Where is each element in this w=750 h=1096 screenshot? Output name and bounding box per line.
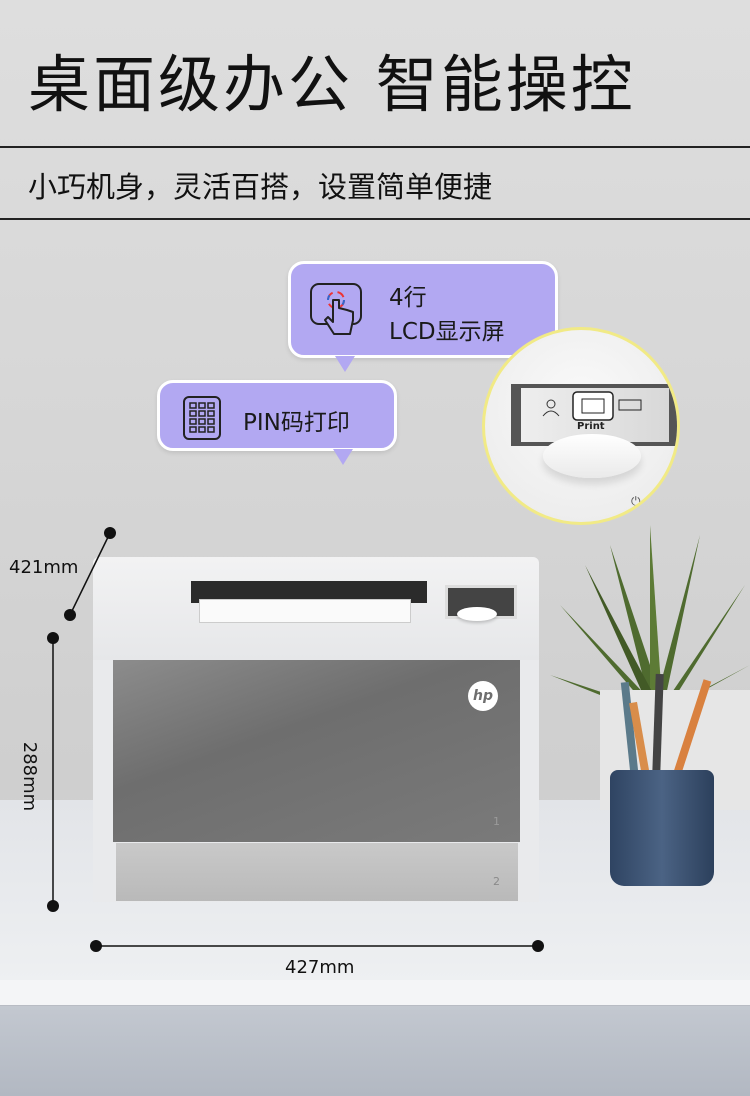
- printer: hp 1 2: [93, 557, 539, 902]
- depth-label: 421mm: [9, 557, 79, 578]
- callout-line1: 4行: [389, 285, 427, 311]
- callout-tail: [333, 449, 353, 465]
- keypad-icon: [183, 396, 221, 440]
- hp-logo: hp: [468, 681, 498, 711]
- paper-tray-2: [116, 843, 518, 901]
- pens: [618, 672, 712, 783]
- power-icon: ⏻: [631, 494, 641, 508]
- callout-lcd-display: 4行 LCD显示屏: [288, 261, 558, 358]
- user-icon: [542, 399, 560, 417]
- dimension-lines: [47, 527, 544, 952]
- lcd-icons: [542, 391, 642, 421]
- width-label: 427mm: [285, 957, 355, 978]
- usb-icon: [618, 399, 642, 411]
- printer-icon: [572, 391, 614, 421]
- paper-sheet: [199, 599, 411, 623]
- pen-cup: [610, 770, 714, 886]
- callout-tail: [335, 356, 355, 372]
- page-title: 桌面级办公 智能操控: [28, 48, 636, 121]
- lcd-zoom-circle: Print ⏻: [482, 327, 680, 525]
- desk-edge: [0, 980, 750, 1006]
- divider: [0, 146, 750, 148]
- lcd-screen-label: Print: [577, 421, 605, 432]
- lcd-screen: [511, 384, 677, 446]
- tray-2-label: 2: [493, 875, 500, 888]
- callout-label: PIN码打印: [243, 410, 350, 436]
- subtitle: 小巧机身，灵活百搭，设置简单便捷: [28, 170, 493, 204]
- desk-front: [0, 1006, 750, 1096]
- printer-dial: [457, 607, 497, 621]
- height-label: 288mm: [19, 741, 41, 812]
- callout-pin-print: PIN码打印: [157, 380, 397, 451]
- printer-front-door: [113, 660, 520, 842]
- callout-line2: LCD显示屏: [389, 319, 505, 345]
- output-slot: [191, 581, 427, 603]
- tray-1-label: 1: [493, 815, 500, 828]
- control-dial: [543, 434, 641, 478]
- touch-screen-icon: [310, 283, 362, 335]
- divider: [0, 218, 750, 220]
